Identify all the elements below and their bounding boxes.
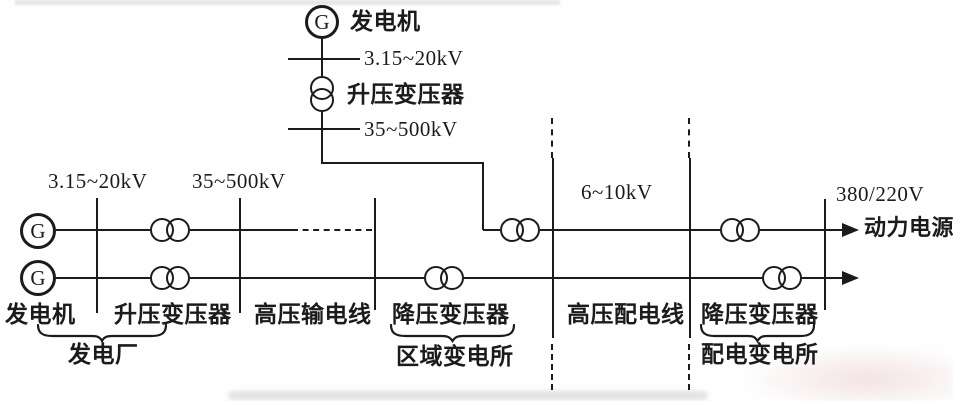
group-label-regional-substation: 区域变电所	[396, 344, 514, 369]
line-a-segment	[540, 229, 720, 231]
voltage-transmission-label: 35~500kV	[192, 169, 286, 193]
generator-circle-2: G	[20, 260, 56, 296]
line-a-segment	[760, 229, 843, 231]
top-voltage-generation-label: 3.15~20kV	[364, 46, 464, 70]
top-generator-label: 发电机	[350, 9, 421, 34]
line-b-segment	[56, 277, 150, 279]
distribution-transformer-b-icon	[778, 266, 802, 290]
brace-power-plant	[37, 324, 167, 343]
section-label-hv-distribution-line: 高压配电线	[567, 302, 685, 327]
generator-circle-1: G	[20, 213, 56, 249]
boundary-line-2-dash-bottom	[688, 344, 690, 390]
boundary-line-1-dash-top	[551, 118, 553, 158]
section-label-step-down-transformer-2: 降压变压器	[701, 302, 819, 327]
line-a-continuation-dashes	[292, 229, 372, 231]
section-label-step-down-transformer: 降压变压器	[392, 302, 510, 327]
top-branch-drop-line	[482, 162, 484, 230]
boundary-line-1-dash-bottom	[551, 344, 553, 390]
step-down-transformer-a-icon	[516, 218, 540, 242]
step-up-transformer-a-icon	[166, 218, 190, 242]
top-feeder-line-upper	[321, 38, 323, 76]
voltage-distribution-label: 6~10kV	[581, 180, 653, 204]
busbar-transmission	[239, 198, 241, 313]
line-b-segment	[464, 277, 762, 279]
scan-smudge-bottom	[228, 391, 708, 400]
line-b-segment	[802, 277, 843, 279]
group-label-power-plant: 发电厂	[68, 342, 139, 367]
top-feeder-line-lower	[321, 112, 323, 163]
section-label-step-up-transformer: 升压变压器	[114, 302, 232, 327]
step-down-transformer-b-icon	[440, 266, 464, 290]
line-a-segment	[56, 229, 150, 231]
line-a-segment	[190, 229, 292, 231]
top-bus1-line	[288, 58, 360, 60]
boundary-line-1	[552, 158, 554, 338]
line-a-segment	[483, 229, 500, 231]
top-voltage-transmission-label: 35~500kV	[364, 117, 458, 141]
voltage-generation-label: 3.15~20kV	[48, 169, 148, 193]
line-a-arrowhead	[842, 223, 859, 237]
brace-distribution-substation	[700, 324, 815, 343]
voltage-low-label: 380/220V	[836, 182, 924, 206]
top-bus2-line	[288, 128, 360, 130]
step-up-transformer-icon	[310, 88, 334, 112]
busbar-generation	[96, 198, 98, 313]
section-label-hv-transmission-line: 高压输电线	[254, 302, 372, 327]
busbar-substation	[374, 198, 376, 310]
generator-letter-2: G	[30, 265, 46, 290]
section-label-generator: 发电机	[5, 302, 76, 327]
boundary-line-2-dash-top	[688, 118, 690, 158]
top-branch-elbow-horizontal	[321, 162, 484, 164]
top-generator-circle: G	[305, 5, 339, 39]
busbar-low-voltage	[824, 199, 826, 310]
top-transformer-label: 升压变压器	[347, 82, 465, 107]
group-label-distribution-substation: 配电变电所	[701, 342, 819, 367]
brace-regional-substation	[390, 324, 515, 343]
line-b-arrowhead	[842, 271, 859, 285]
scan-smudge-top	[15, 0, 560, 5]
step-up-transformer-b-icon	[166, 266, 190, 290]
generator-letter-1: G	[30, 218, 46, 243]
output-power-source-label: 动力电源	[864, 215, 953, 240]
line-b-segment	[190, 277, 424, 279]
boundary-line-2	[689, 158, 691, 338]
top-generator-letter: G	[314, 9, 330, 34]
distribution-transformer-a-icon	[736, 218, 760, 242]
